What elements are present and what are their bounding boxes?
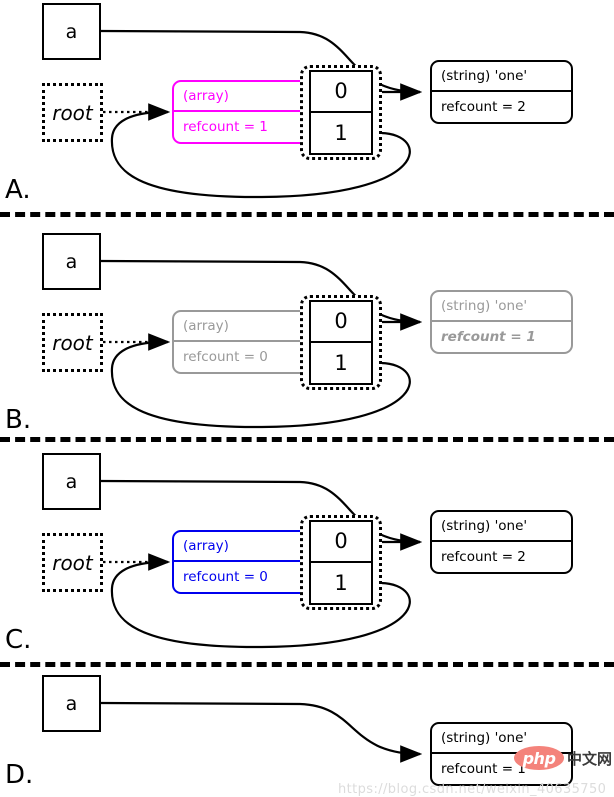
array-node: (array) refcount = 0 [172,310,312,374]
array-node-type: (array) [174,532,310,562]
string-node-refcount: refcount = 1 [441,329,536,345]
array-index-box: 0 1 [309,520,373,605]
string-node-refcount: refcount = 2 [441,99,526,115]
array-node: (array) refcount = 0 [172,530,312,594]
array-node-refcount: refcount = 0 [183,349,268,365]
string-node-type: (string) 'one' [432,512,571,542]
string-node: (string) 'one' refcount = 2 [430,60,573,124]
panel-a: a root (array) refcount = 1 0 1 (string)… [0,0,614,210]
panel-d: a (string) 'one' refcount = 1 D. [0,672,614,796]
panel-label-b: B. [5,405,32,435]
array-index-box: 0 1 [309,300,373,385]
divider-c-d [0,662,614,667]
panel-label-a: A. [5,175,31,205]
variable-box-a: a [42,453,101,510]
array-index-0: 0 [311,72,371,113]
string-node-type: (string) 'one' [432,292,571,322]
variable-box-a-label: a [65,20,78,43]
array-node-type: (array) [174,82,310,112]
string-node: (string) 'one' refcount = 1 [430,290,573,354]
string-node-refcount: refcount = 1 [441,761,526,777]
array-node-type: (array) [174,312,310,342]
array-index-1: 1 [334,350,348,375]
panel-b: a root (array) refcount = 0 0 1 (string)… [0,230,614,440]
variable-box-a-label: a [65,692,78,715]
root-box: root [42,533,103,592]
array-index-0: 0 [311,302,371,343]
panel-label-d: D. [5,760,34,790]
root-box-label: root [52,100,93,125]
array-node: (array) refcount = 1 [172,80,312,144]
variable-box-a: a [42,675,101,732]
array-index-1: 1 [334,120,348,145]
array-node-refcount: refcount = 1 [183,119,268,135]
array-index-1: 1 [334,570,348,595]
divider-a-b [0,212,614,217]
variable-box-a-label: a [65,250,78,273]
variable-box-a: a [42,233,101,290]
variable-box-a-label: a [65,470,78,493]
string-node-type: (string) 'one' [432,724,571,754]
root-box: root [42,313,103,372]
string-node-type: (string) 'one' [432,62,571,92]
string-node-refcount: refcount = 2 [441,549,526,565]
panel-label-c: C. [5,625,32,655]
panel-c: a root (array) refcount = 0 0 1 (string)… [0,450,614,660]
array-index-0: 0 [311,522,371,563]
divider-b-c [0,437,614,442]
edge-a-to-string [100,701,423,763]
string-node: (string) 'one' refcount = 1 [430,722,573,786]
array-index-box: 0 1 [309,70,373,155]
root-box-label: root [52,550,93,575]
string-node: (string) 'one' refcount = 2 [430,510,573,574]
variable-box-a: a [42,3,101,60]
root-box: root [42,83,103,142]
array-node-refcount: refcount = 0 [183,569,268,585]
root-box-label: root [52,330,93,355]
